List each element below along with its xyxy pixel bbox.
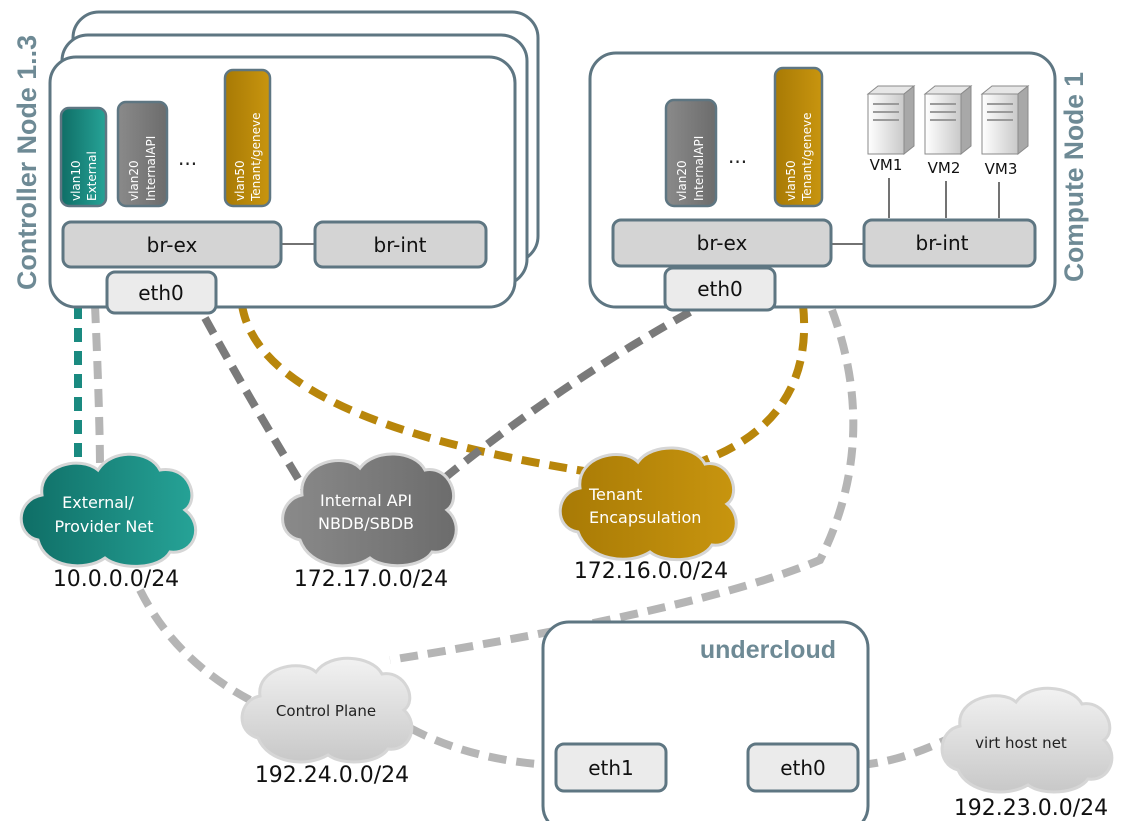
controller-ellipsis: ... xyxy=(178,146,197,170)
compute-vlan20-tag: vlan20 InternalAPI xyxy=(664,98,718,208)
controller-node-title: Controller Node 1..3 xyxy=(12,35,42,290)
virt-host-net-label: virt host net xyxy=(975,734,1067,752)
compute-br-int-label: br-int xyxy=(916,231,969,255)
compute-vlan50-label: vlan50 xyxy=(784,160,798,201)
undercloud-eth0-label: eth0 xyxy=(780,756,826,780)
controller-br-ex: br-ex xyxy=(61,220,283,269)
vm2-server-icon xyxy=(923,84,973,156)
vlan50-tenant-tag: vlan50 Tenant/geneve xyxy=(223,68,272,208)
vlan10-role: External xyxy=(85,151,99,201)
compute-eth0-label: eth0 xyxy=(697,277,743,301)
tenant-cidr: 172.16.0.0/24 xyxy=(574,559,728,584)
controller-node: vlan10 External vlan20 InternalAPI ... v… xyxy=(12,10,540,315)
link-control-plane-undercloud xyxy=(408,724,551,769)
compute-vlan50-role: Tenant/geneve xyxy=(800,113,814,202)
internal-api-label-2: NBDB/SBDB xyxy=(318,514,414,533)
compute-vlan20-role: InternalAPI xyxy=(692,136,706,201)
tenant-label-1: Tenant xyxy=(588,485,642,504)
link-controller-control-plane xyxy=(91,304,104,471)
virt-host-network-cloud: virt host net 192.23.0.0/24 xyxy=(940,686,1114,821)
vm1-label: VM1 xyxy=(870,156,903,174)
internal-api-network-cloud: Internal API NBDB/SBDB 172.17.0.0/24 xyxy=(281,452,458,592)
compute-br-ex-label: br-ex xyxy=(697,231,748,255)
link-controller-tenant xyxy=(238,304,591,476)
compute-node-title: Compute Node 1 xyxy=(1059,72,1089,282)
compute-br-int: br-int xyxy=(862,218,1037,268)
undercloud-eth1: eth1 xyxy=(554,742,668,793)
link-external-control-plane xyxy=(136,588,252,704)
tenant-network-cloud: Tenant Encapsulation 172.16.0.0/24 xyxy=(558,446,738,584)
vlan20-role: InternalAPI xyxy=(144,136,158,201)
tenant-label-2: Encapsulation xyxy=(589,508,701,527)
controller-br-int: br-int xyxy=(313,220,488,269)
compute-eth0: eth0 xyxy=(663,266,777,312)
virt-host-net-cidr: 192.23.0.0/24 xyxy=(954,796,1108,821)
link-controller-internal-api xyxy=(201,316,309,493)
vlan50-role: Tenant/geneve xyxy=(249,113,263,202)
external-network-cloud: External/ Provider Net 10.0.0.0/24 xyxy=(19,452,198,592)
undercloud-eth1-label: eth1 xyxy=(588,756,634,780)
compute-node: vlan20 InternalAPI ... vlan50 Tenant/gen… xyxy=(588,51,1089,312)
compute-ellipsis: ... xyxy=(728,144,747,168)
external-net-cidr: 10.0.0.0/24 xyxy=(53,567,179,592)
control-plane-network-cloud: Control Plane 192.24.0.0/24 xyxy=(240,656,414,788)
undercloud-title: undercloud xyxy=(700,636,836,664)
vlan10-external-tag: vlan10 External xyxy=(59,106,108,208)
controller-br-int-label: br-int xyxy=(374,233,427,257)
compute-vlan20-label: vlan20 xyxy=(675,160,689,201)
controller-eth0: eth0 xyxy=(105,270,218,315)
control-plane-label: Control Plane xyxy=(276,702,376,720)
link-compute-internal-api xyxy=(427,308,692,494)
controller-br-ex-label: br-ex xyxy=(147,233,198,257)
vm3-server-icon xyxy=(980,84,1030,156)
undercloud-eth0: eth0 xyxy=(746,742,860,793)
vlan10-label: vlan10 xyxy=(69,160,83,201)
external-net-label-2: Provider Net xyxy=(54,517,153,536)
vm2-label: VM2 xyxy=(928,159,961,177)
undercloud-node: undercloud eth1 eth0 xyxy=(541,620,870,821)
internal-api-cidr: 172.17.0.0/24 xyxy=(294,567,448,592)
control-plane-cidr: 192.24.0.0/24 xyxy=(255,763,409,788)
compute-vlan50-tag: vlan50 Tenant/geneve xyxy=(773,66,824,208)
link-undercloud-virt-host xyxy=(859,734,952,769)
vlan20-internal-api-tag: vlan20 InternalAPI xyxy=(116,100,169,208)
vm1-server-icon xyxy=(866,84,916,156)
vlan50-label: vlan50 xyxy=(233,160,247,201)
vm3-label: VM3 xyxy=(985,160,1018,178)
compute-br-ex: br-ex xyxy=(611,218,833,268)
controller-eth0-label: eth0 xyxy=(138,281,184,305)
internal-api-label-1: Internal API xyxy=(320,491,412,510)
external-net-label-1: External/ xyxy=(62,493,134,512)
link-compute-tenant xyxy=(698,304,809,466)
vlan20-label: vlan20 xyxy=(127,160,141,201)
